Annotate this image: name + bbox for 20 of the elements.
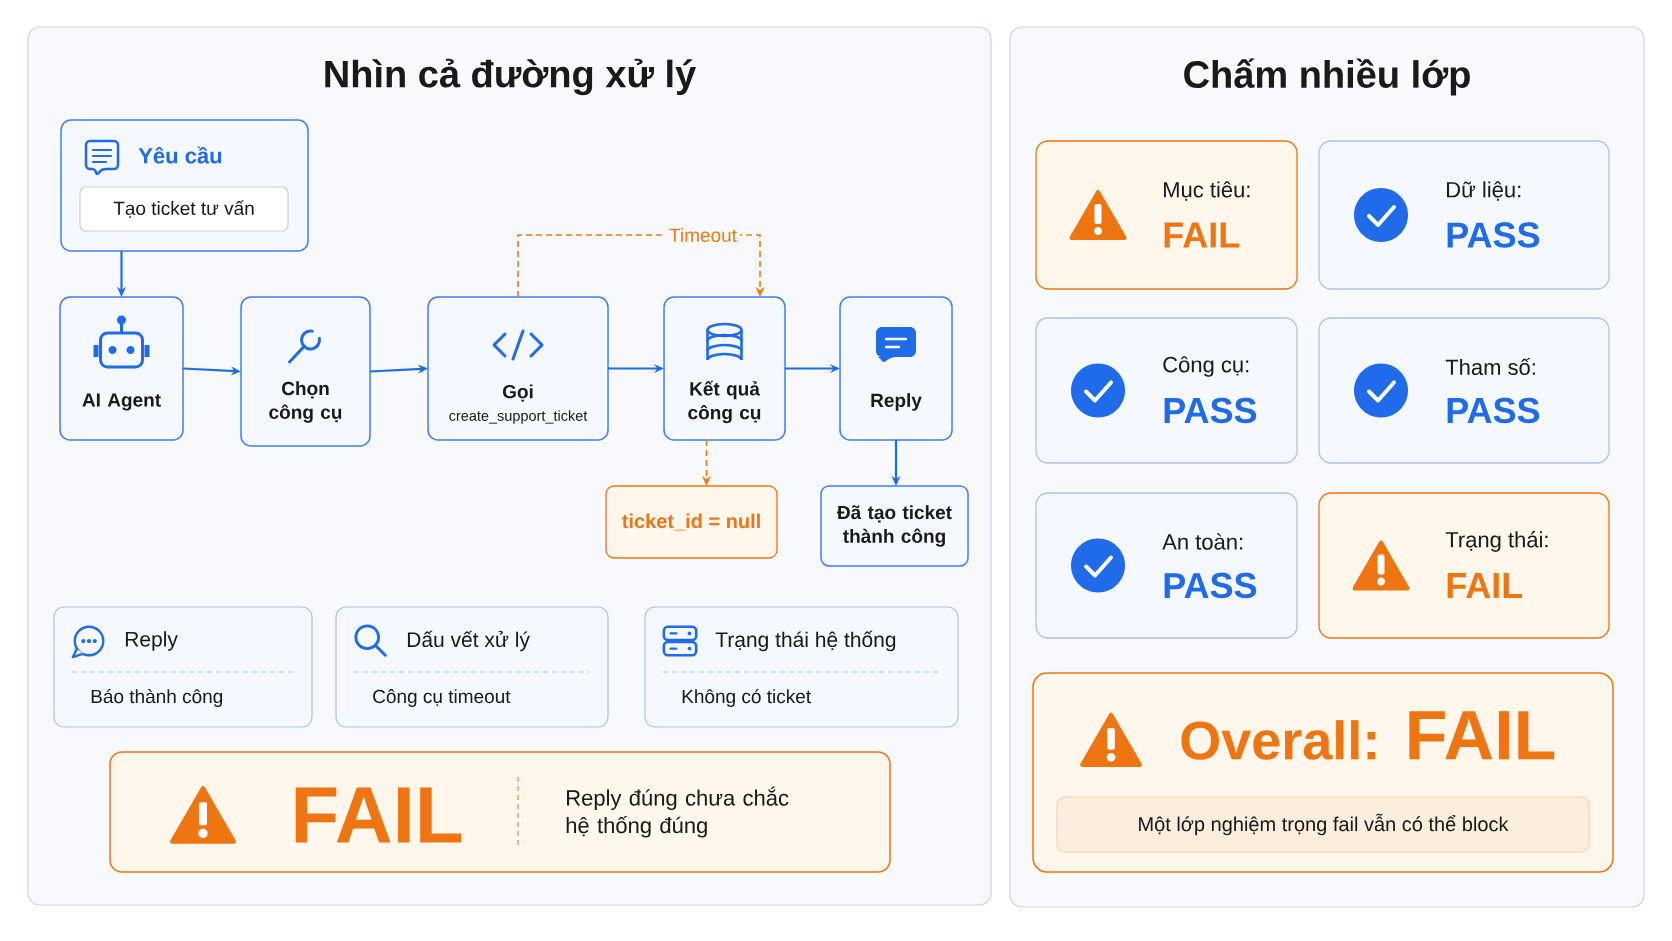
process-box: AI Agent — [59, 296, 184, 441]
process-box: Kết quả công cụ — [663, 296, 786, 441]
process-box: Reply — [839, 296, 953, 441]
score-card: Mục tiêu: FAIL — [1035, 140, 1298, 290]
score-card: Tham số: PASS — [1318, 317, 1610, 464]
score-card: Trạng thái: FAIL — [1318, 492, 1610, 639]
process-box: Gọi create_support_ticket — [427, 296, 609, 441]
info-card: Reply Báo thành công — [53, 606, 313, 728]
info-card: Trạng thái hệ thống Không có ticket — [644, 606, 959, 728]
process-box: Chọn công cụ — [240, 296, 371, 447]
score-card: Công cụ: PASS — [1035, 317, 1298, 464]
verdict-banner: FAIL Reply đúng chưa chắc hệ thống đúng — [109, 751, 891, 873]
score-card: Dữ liệu: PASS — [1318, 140, 1610, 290]
score-card: An toàn: PASS — [1035, 492, 1298, 639]
note-box: Một lớp nghiệm trọng fail vẫn có thể block — [1056, 796, 1590, 853]
edge-label: Timeout — [666, 225, 740, 245]
result-box: ticket_id = null — [605, 485, 778, 559]
input-box: Tạo ticket tư vấn — [79, 186, 289, 232]
result-box: Đã tạo ticket thành công — [820, 485, 969, 567]
info-card: Dấu vết xử lý Công cụ timeout — [335, 606, 609, 728]
